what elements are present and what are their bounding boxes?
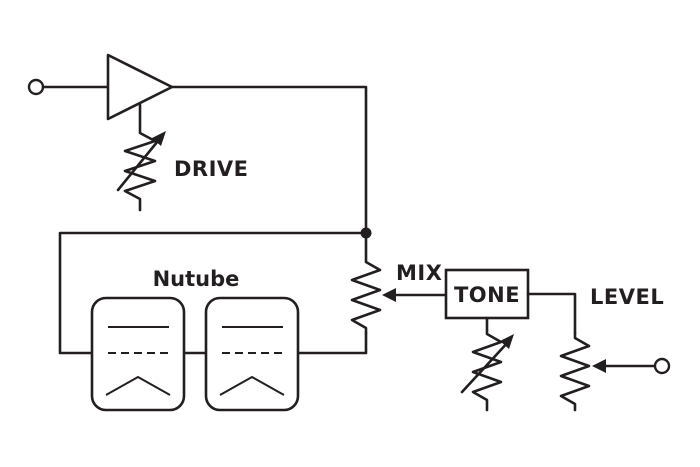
tone-label: TONE	[454, 283, 520, 307]
loop-wire	[58, 231, 368, 355]
level-potentiometer	[559, 331, 591, 412]
tone-potentiometer	[460, 316, 514, 412]
output-terminal	[653, 357, 671, 375]
nutube-2	[204, 296, 300, 412]
amp-output-wire	[170, 85, 368, 235]
mix-wiper-arrow	[382, 288, 396, 302]
nutube-1	[90, 296, 186, 412]
drive-label: DRIVE	[174, 157, 249, 181]
drive-potentiometer	[116, 103, 166, 212]
level-label: LEVEL	[590, 285, 664, 309]
level-wiper-arrow	[592, 359, 606, 373]
amplifier-triangle	[106, 53, 174, 121]
mix-label: MIX	[396, 261, 442, 285]
mix-potentiometer	[350, 231, 382, 335]
nutube-label: Nutube	[153, 267, 240, 291]
tone-to-level-wire	[526, 292, 577, 335]
input-terminal	[27, 78, 45, 96]
